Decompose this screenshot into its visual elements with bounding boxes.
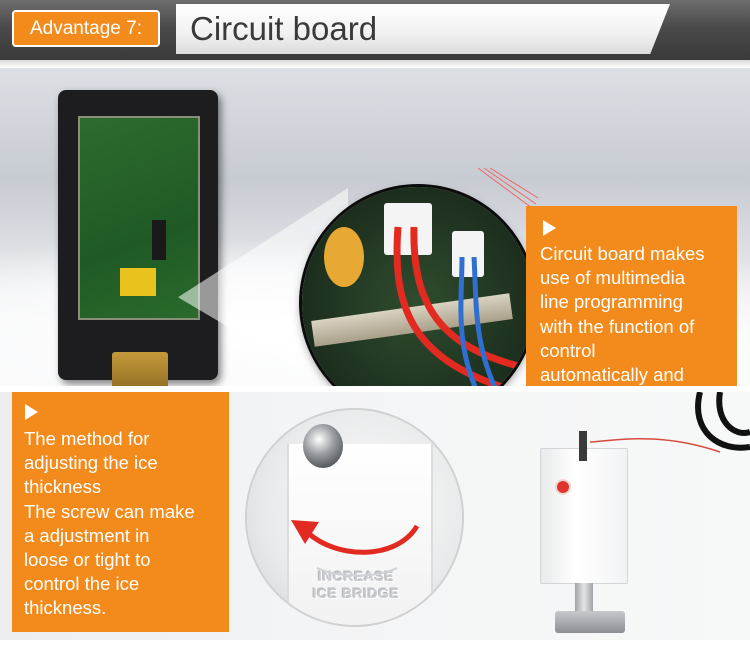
circuit-board-callout: Circuit board makes use of multimedia li… bbox=[526, 206, 737, 386]
ice-sensor-photo bbox=[540, 431, 628, 633]
callout-text: Circuit board makes use of multimedia li… bbox=[540, 243, 705, 386]
chip bbox=[152, 220, 166, 260]
connector-blue bbox=[452, 231, 484, 277]
ice-thickness-section: The method for adjusting the ice thickne… bbox=[0, 392, 750, 640]
play-triangle-icon bbox=[543, 220, 556, 236]
connector-red bbox=[384, 203, 432, 255]
circuit-zoom-circle bbox=[302, 187, 534, 386]
relay bbox=[120, 268, 156, 296]
circuit-board-section: Circuit board makes use of multimedia li… bbox=[0, 68, 750, 386]
ice-thickness-callout: The method for adjusting the ice thickne… bbox=[12, 392, 229, 632]
page-title: Circuit board bbox=[176, 4, 670, 54]
highlight-lines bbox=[478, 168, 538, 208]
wires-drawing bbox=[393, 226, 523, 386]
cable-drawing bbox=[589, 392, 750, 453]
header-shadow bbox=[0, 60, 750, 68]
header-bar: Advantage 7: Circuit board bbox=[0, 0, 750, 60]
curved-arrow-icon bbox=[291, 520, 420, 577]
transformer bbox=[112, 352, 168, 386]
engraving-line-2: ICE BRIDGE bbox=[312, 585, 400, 601]
capacitor bbox=[324, 227, 364, 287]
sensor-probe bbox=[579, 431, 587, 461]
sensor-paddle bbox=[555, 611, 625, 633]
adjustment-screw-marker bbox=[555, 479, 571, 495]
advantage-badge: Advantage 7: bbox=[12, 10, 160, 47]
screw-zoom-circle: INCREASE ICE BRIDGE bbox=[247, 410, 462, 625]
callout-text: The method for adjusting the ice thickne… bbox=[24, 428, 195, 619]
adjustment-screw bbox=[303, 424, 343, 468]
play-triangle-icon bbox=[25, 404, 38, 420]
